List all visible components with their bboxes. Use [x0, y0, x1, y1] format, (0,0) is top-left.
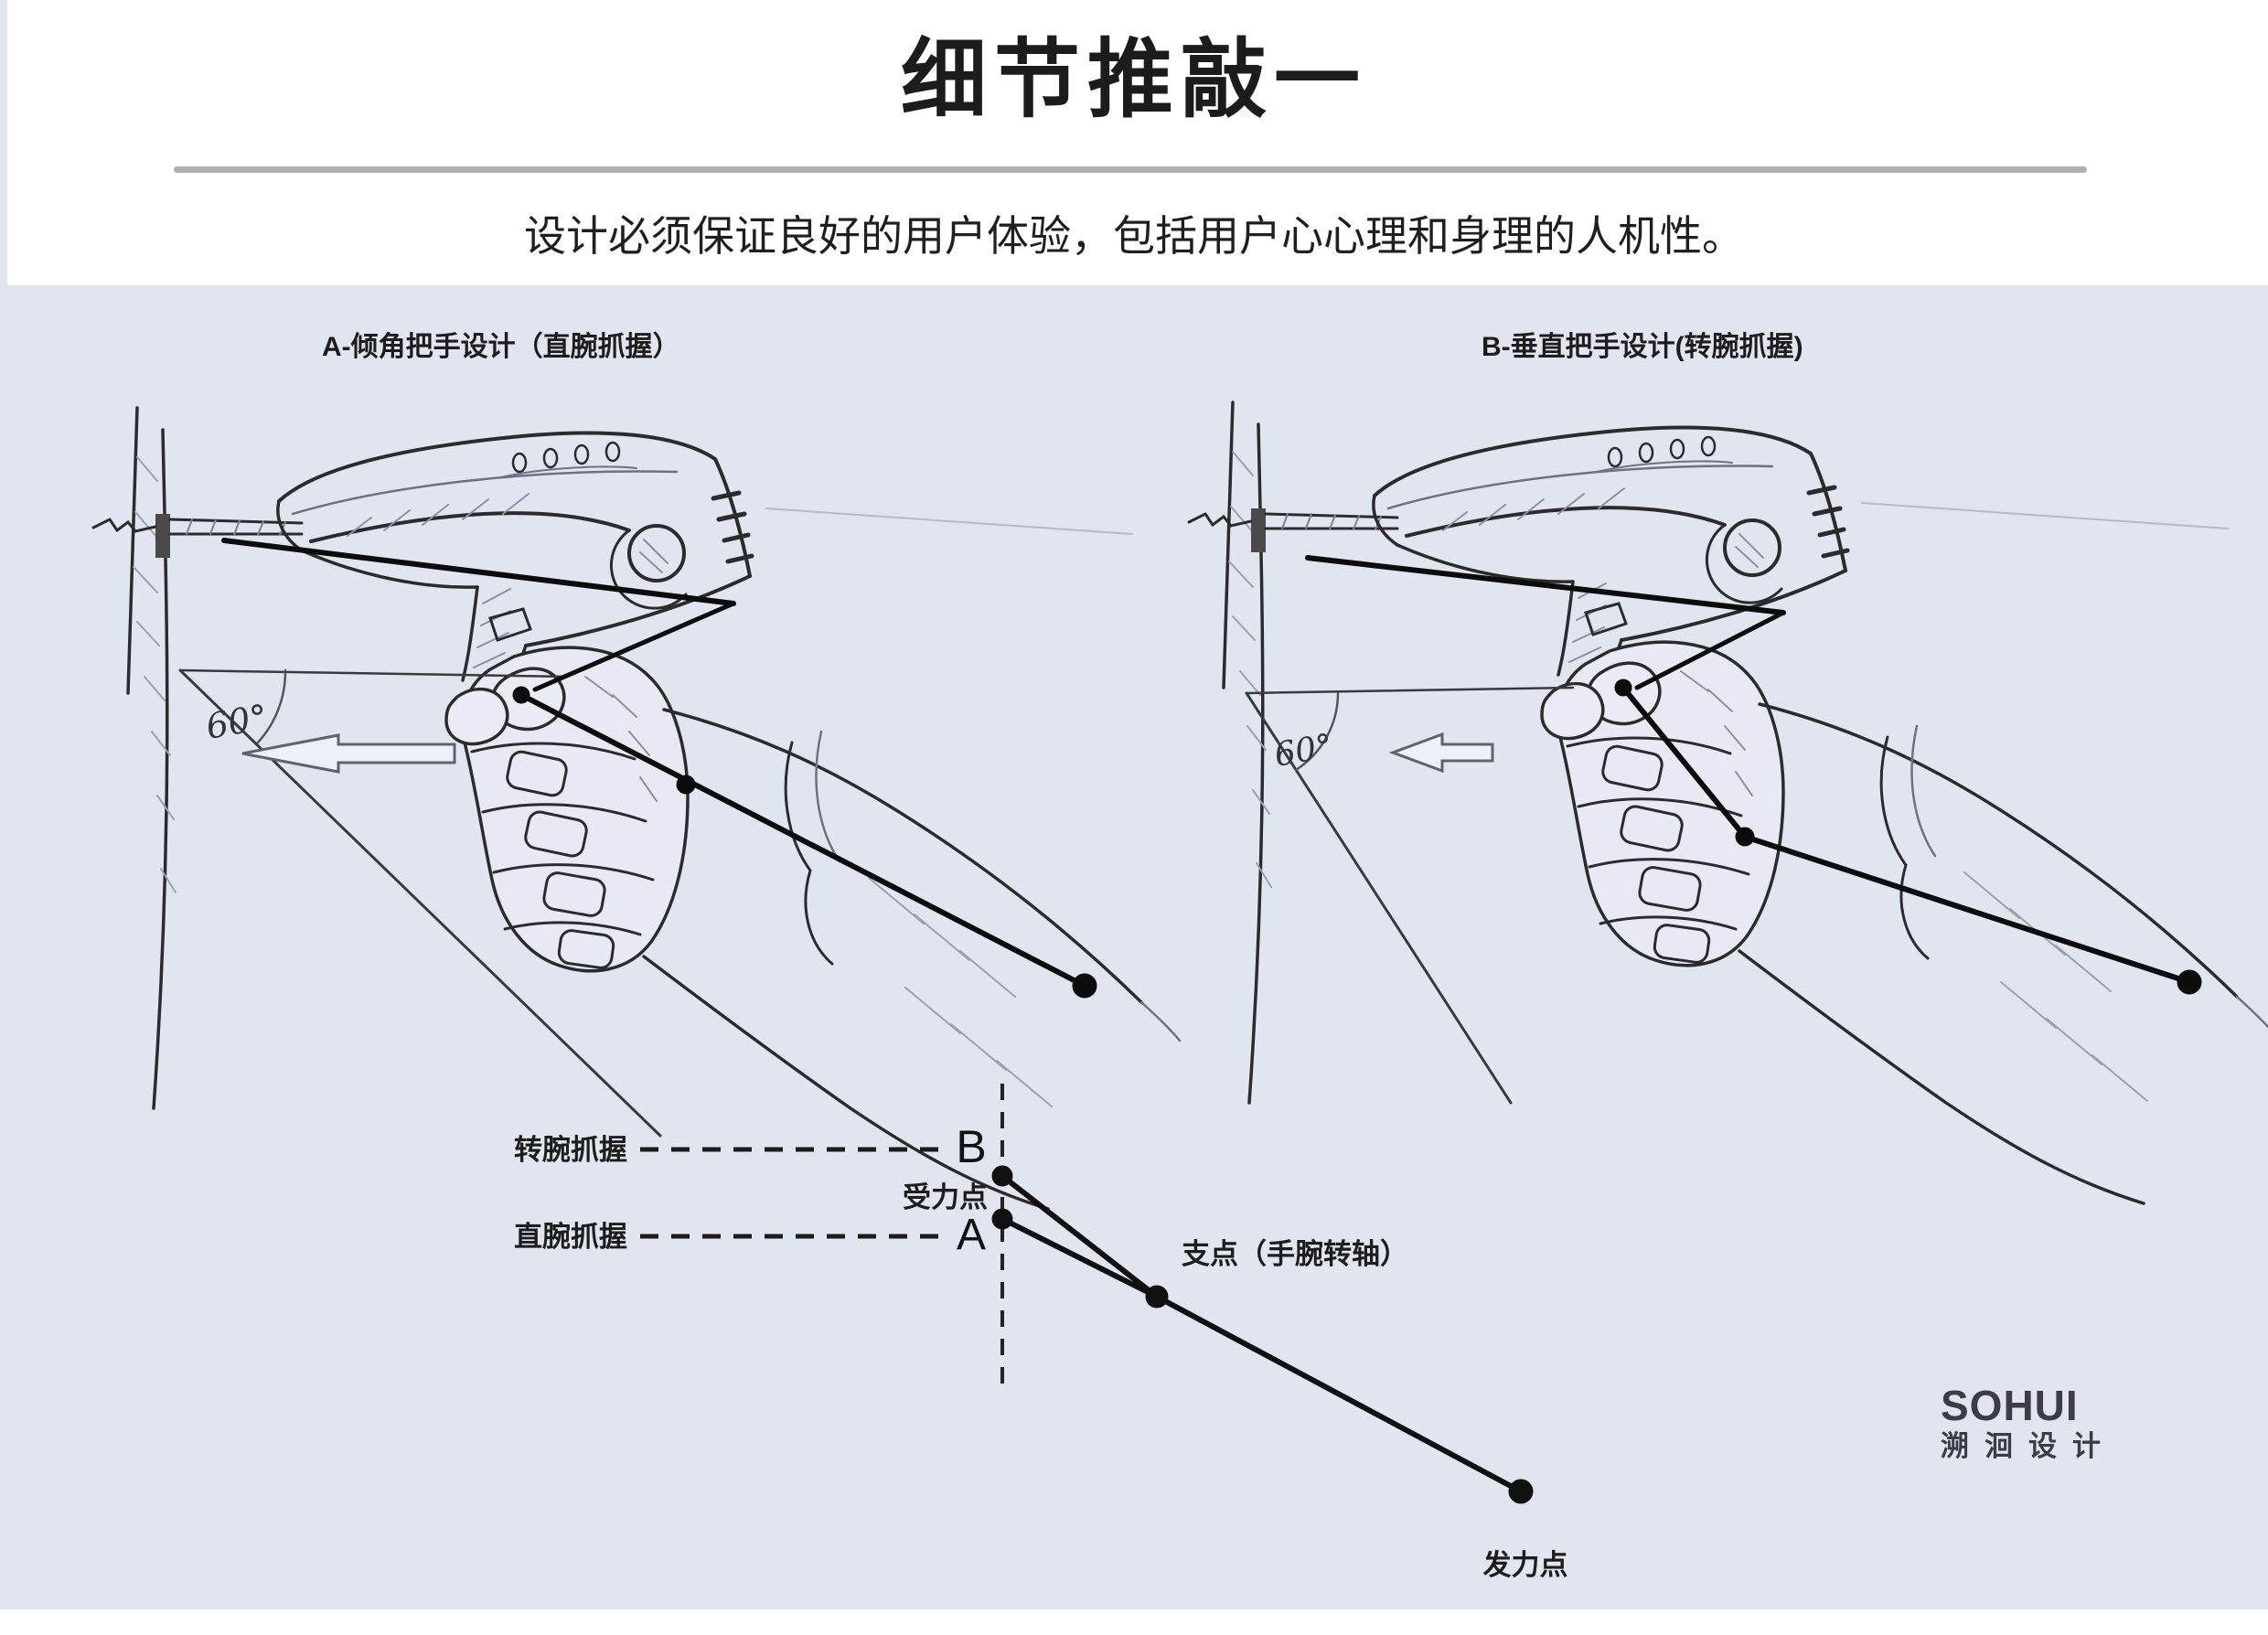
handle-edge-line [1634, 610, 1786, 690]
fulcrum-dot [1145, 1285, 1169, 1309]
sketch-b: 60° [1189, 402, 2268, 1203]
lever-line-b [1000, 1173, 1524, 1494]
force-origin-dot [2177, 969, 2202, 995]
tool-and-hand-sketch-b [1189, 402, 2268, 1203]
lever-diagram: 转腕抓握 直腕抓握 B A 受力点 支点（手腕转轴） 发力点 [514, 1084, 1568, 1581]
angle-arc [1294, 691, 1340, 772]
fulcrum-label: 支点（手腕转轴） [1182, 1238, 1408, 1270]
force-path-a [221, 538, 1097, 999]
straight-force-line [519, 692, 1087, 988]
angle-horizontal-line [178, 668, 569, 679]
force-receive-label: 受力点 [903, 1181, 988, 1213]
angle-horizontal-line [1245, 686, 1575, 695]
push-direction-arrow-icon [1388, 732, 1494, 774]
point-b-label: B [956, 1121, 986, 1172]
rotated-wrist-label: 转腕抓握 [514, 1134, 627, 1166]
force-apply-label: 发力点 [1482, 1549, 1568, 1581]
caption-design-b: B-垂直把手设计(转腕抓握) [1482, 332, 1803, 362]
point-a-label: A [957, 1211, 986, 1259]
grip-point-dot [1614, 679, 1632, 697]
lever-line-a [1000, 1216, 1160, 1299]
caption-design-a: A-倾角把手设计（直腕抓握） [322, 332, 680, 362]
tool-axis-line [221, 538, 736, 606]
grip-point-dot [512, 686, 530, 704]
sketch-panel [0, 285, 2268, 1609]
point-b-dot [991, 1165, 1013, 1187]
tool-axis-line [1305, 555, 1786, 615]
point-a-dot [991, 1208, 1013, 1230]
title-divider [174, 166, 2087, 173]
wrist-point-dot [1735, 827, 1755, 847]
force-origin-dot [1072, 973, 1097, 999]
logo-wordmark: SOHUI [1941, 1382, 2079, 1429]
angle-arc [256, 668, 287, 744]
push-direction-arrow-icon [241, 733, 456, 774]
straight-wrist-label: 直腕抓握 [514, 1221, 627, 1253]
tool-and-hand-sketch-a [93, 408, 1180, 1209]
page-title: 细节推敲一 [900, 31, 1367, 127]
brand-logo: SOHUI 溯洄设计 [1941, 1384, 2116, 1460]
handle-edge-line [532, 601, 736, 692]
angle-diagonal-line [178, 668, 662, 1138]
force-apply-dot [1508, 1479, 1534, 1504]
sketch-a: 60° [93, 408, 1180, 1209]
force-path-b [1305, 555, 2202, 995]
logo-brand-name: 溯洄设计 [1941, 1430, 2116, 1462]
angle-label-b: 60° [1271, 727, 1335, 774]
angle-diagonal-line [1245, 691, 1513, 1105]
page-subtitle: 设计必须保证良好的用户体验，包括用户心心理和身理的人机性。 [524, 211, 1744, 261]
left-edge-strip [0, 0, 7, 285]
wrist-point-dot [676, 775, 696, 795]
